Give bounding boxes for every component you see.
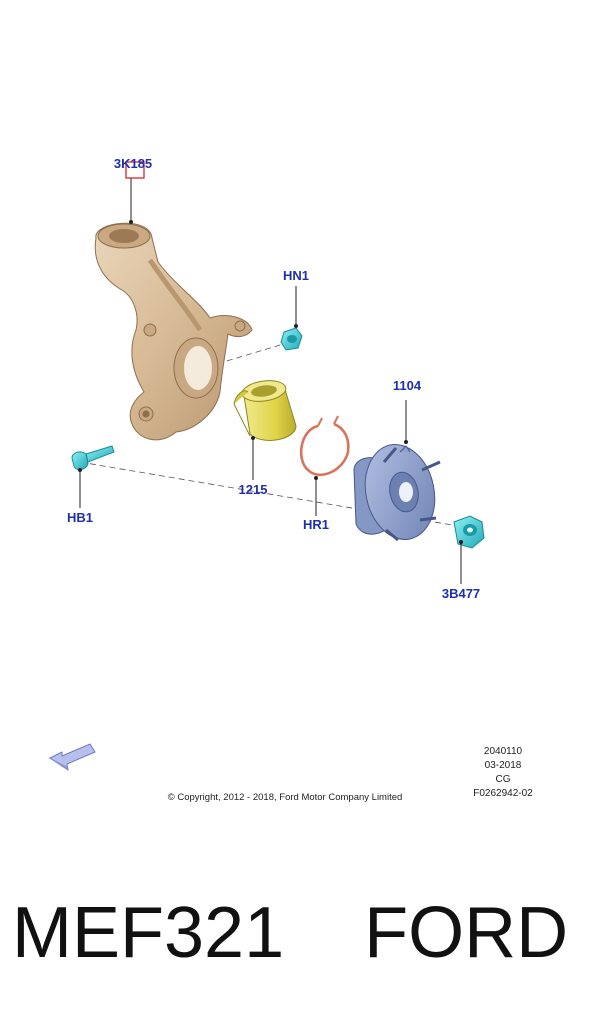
drawing-code: 2040110 [483, 746, 523, 757]
callout-hub: 1104 [393, 378, 422, 393]
assembly-axis-line [79, 461, 471, 529]
callout-bearing: 1215 [239, 482, 268, 497]
steering-knuckle [94, 222, 253, 441]
copyright-notice: © Copyright, 2012 - 2018, Ford Motor Com… [167, 792, 403, 803]
nut-hn1 [280, 327, 303, 351]
callout-nut: HN1 [283, 268, 309, 283]
drawing-date: 03-2018 [484, 760, 522, 771]
callout-knuckle: 3K185 [114, 156, 152, 171]
callout-bolt: HB1 [67, 510, 93, 525]
nut-axis-line [189, 341, 291, 373]
wheel-hub [353, 444, 441, 542]
bolt-hb1 [71, 445, 115, 471]
figure-id: F0262942-02 [473, 788, 533, 799]
highlight-marker [125, 161, 145, 179]
part-caption: MEF321 FORD [12, 893, 569, 973]
callout-hub-nut: 3B477 [442, 586, 480, 601]
drawing-variant: CG [495, 774, 511, 785]
exploded-parts-diagram: 3K185 HN1 1104 1215 HB1 HR1 3B477 [49, 156, 485, 772]
hub-nut-3b477 [453, 515, 485, 549]
orientation-arrow-icon [49, 743, 96, 772]
snap-ring-hr1 [299, 415, 350, 477]
callout-snap-ring: HR1 [303, 517, 329, 532]
wheel-bearing [233, 380, 297, 441]
